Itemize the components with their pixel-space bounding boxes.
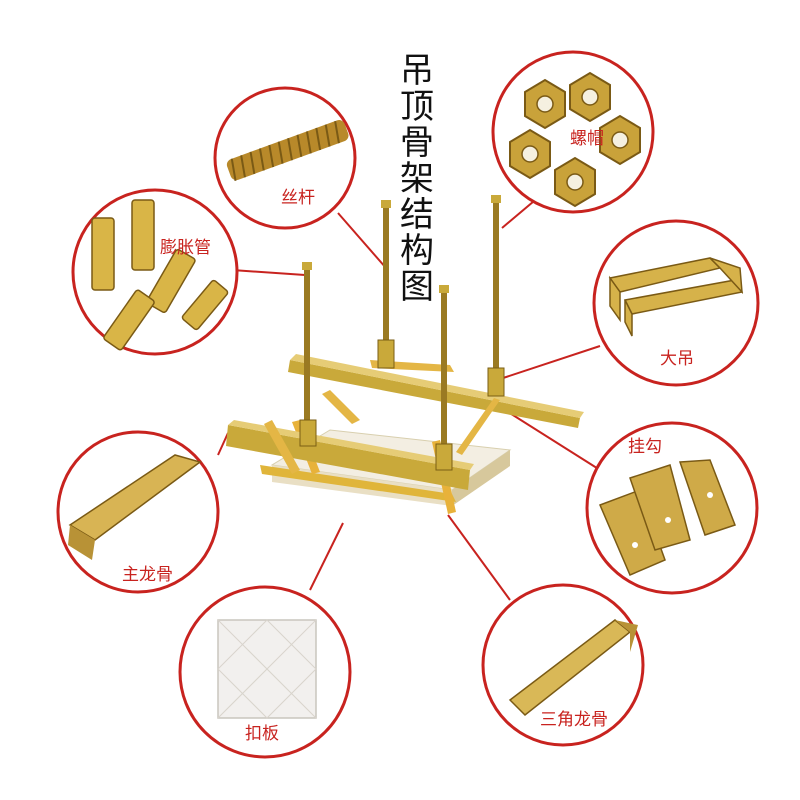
label-nut: 螺帽 [570, 129, 604, 149]
label-main-hanger: 大吊 [660, 349, 694, 369]
title-char-6: 构 [400, 231, 434, 271]
expansion-tube-callout [71, 188, 239, 356]
title-char-1: 吊 [400, 51, 434, 91]
label-hook: 挂勾 [628, 437, 662, 457]
hook-callout [585, 421, 759, 595]
page-title: 吊 顶 骨 架 结 构 图 [400, 51, 434, 307]
leader-lines [217, 195, 601, 601]
label-panel: 扣板 [245, 724, 279, 744]
main-hanger-callout [592, 219, 760, 387]
label-expansion-tube: 膨胀管 [160, 238, 211, 258]
title-char-3: 骨 [400, 123, 434, 163]
frame-assembly [226, 195, 584, 514]
title-char-4: 架 [400, 159, 434, 199]
title-char-2: 顶 [400, 87, 434, 127]
screw-rod-callout [213, 86, 357, 230]
triangle-keel-callout [481, 583, 645, 747]
label-screw-rod: 丝杆 [281, 188, 315, 208]
label-main-keel: 主龙骨 [122, 565, 173, 585]
title-char-5: 结 [400, 195, 434, 235]
panel-callout [178, 585, 352, 759]
title-char-7: 图 [400, 267, 434, 307]
main-keel-callout [56, 430, 220, 594]
nut-callout [491, 50, 655, 214]
label-triangle-keel: 三角龙骨 [540, 710, 608, 730]
